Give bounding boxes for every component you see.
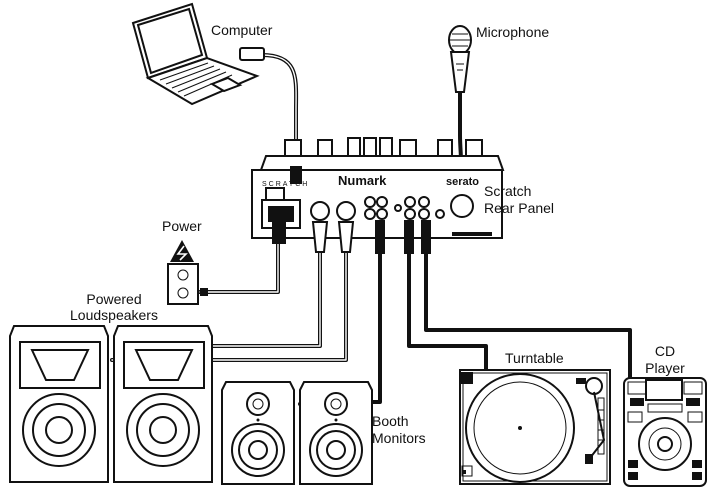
turntable-cable <box>407 252 488 372</box>
microphone-icon <box>448 25 472 93</box>
turntable-label: Turntable <box>505 350 564 366</box>
cd-plug <box>421 220 431 254</box>
power-cable <box>198 236 280 294</box>
laptop-icon <box>131 2 265 106</box>
cd-player-label-line2: Player <box>645 360 685 376</box>
cd-player-icon <box>623 377 707 487</box>
microphone-label: Microphone <box>476 24 550 40</box>
powered-loudspeaker-right <box>113 325 213 483</box>
power-outlet-icon <box>167 263 208 305</box>
booth-monitor-left <box>221 381 295 485</box>
xlr-mic-input <box>450 194 474 218</box>
turntable-icon <box>459 369 611 485</box>
lightning-icon <box>170 240 194 262</box>
mixer-serato-text: serato <box>446 176 479 188</box>
scratch-rear-panel-label-line1: Scratch <box>484 183 532 199</box>
cd-player-cable <box>424 252 632 380</box>
power-plug <box>272 222 286 244</box>
main-out-cable-left <box>208 248 322 348</box>
xlr-plug-right <box>337 221 355 253</box>
powered-loudspeaker-left <box>9 325 109 483</box>
xlr-out-right <box>336 201 356 221</box>
scratch-rear-panel-label-line2: Rear Panel <box>484 200 555 216</box>
xlr-plug-left <box>311 221 329 253</box>
powered-loudspeakers-label-line1: Powered <box>86 291 142 307</box>
power-label: Power <box>162 218 202 234</box>
cd-player-label-line1: CD <box>654 343 676 359</box>
mixer-brand: Numark <box>338 173 387 188</box>
booth-monitor-right <box>299 381 373 485</box>
booth-plug <box>375 220 385 254</box>
mixer-panel-text: SCRATCH <box>262 181 309 188</box>
usb-cable <box>260 53 299 172</box>
booth-monitors-label-line1: Booth <box>372 413 409 429</box>
turntable-plug <box>404 220 414 254</box>
mixer-top-knobs <box>284 137 483 157</box>
power-switch <box>265 187 285 201</box>
xlr-out-left <box>310 201 330 221</box>
booth-monitors-label-line2: Monitors <box>372 430 426 446</box>
usb-plug <box>290 166 302 184</box>
computer-label: Computer <box>211 22 273 38</box>
powered-loudspeakers-label-line2: Loudspeakers <box>70 307 158 323</box>
